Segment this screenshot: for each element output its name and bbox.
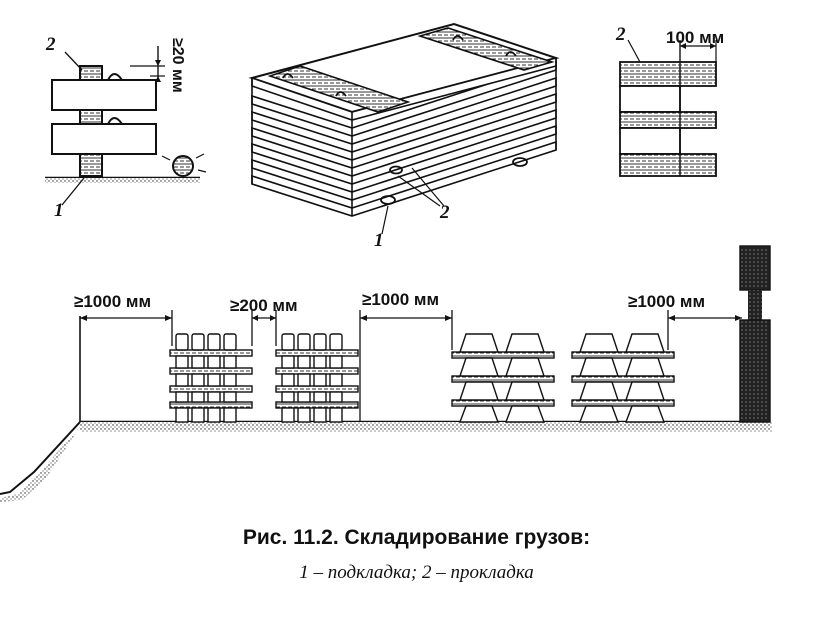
hook-upper (107, 73, 123, 81)
stack-boxes-b (275, 333, 359, 423)
gap-dimensions (80, 310, 742, 422)
chock (172, 155, 194, 177)
left-detail (45, 46, 207, 206)
lifting-loops (282, 35, 528, 205)
right-dimension: 100 мм (666, 28, 725, 47)
center-stack (248, 22, 560, 235)
gap-label-1: ≥1000 мм (74, 292, 152, 311)
stack-blocks-c (451, 333, 555, 423)
stack-boxes-a (169, 333, 253, 423)
center-label-2: 2 (440, 202, 450, 223)
warehouse-scene (0, 245, 772, 502)
log-lower (51, 123, 157, 155)
left-dimension: ≥20 мм (169, 38, 186, 93)
caption-legend: 1 – подкладка; 2 – прокладка (299, 562, 534, 583)
spacer-board-3 (619, 153, 717, 177)
gap-label-2: ≥200 мм (230, 296, 298, 315)
left-label-2: 2 (46, 34, 56, 55)
stack-blocks-d (571, 333, 675, 423)
wall-lower (739, 319, 771, 423)
center-label-1: 1 (374, 230, 384, 251)
hook-lower (107, 117, 123, 125)
log-upper (51, 79, 157, 111)
spacer-board-2 (619, 111, 717, 129)
caption-title: Рис. 11.2. Складирование грузов: (242, 526, 591, 549)
right-detail (619, 39, 717, 177)
spacer-board-1 (619, 61, 717, 87)
gap-label-4: ≥1000 мм (628, 292, 706, 311)
right-label-2: 2 (616, 24, 626, 45)
gap-label-3: ≥1000 мм (362, 290, 440, 309)
left-label-1: 1 (54, 200, 64, 221)
wall-upper (739, 245, 771, 291)
